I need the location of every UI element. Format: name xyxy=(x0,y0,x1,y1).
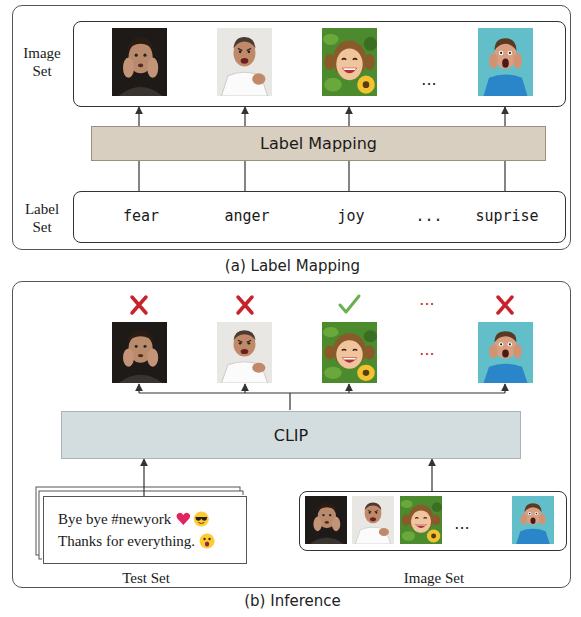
model-box: CLIP xyxy=(61,411,521,459)
connector-line xyxy=(244,161,245,191)
connector xyxy=(432,459,433,491)
ellipsis: ... xyxy=(404,70,454,89)
text-holder: CLIP xyxy=(62,412,520,458)
panel-caption: (b) Inference xyxy=(13,592,572,610)
text-holder: Bye bye #newyork Thanks for everything. xyxy=(58,508,208,552)
text-holder: (b) Inference xyxy=(13,592,572,610)
text-holder: ... xyxy=(402,290,452,309)
text-holder: suprise xyxy=(467,207,547,225)
connector xyxy=(139,161,505,191)
text-holder: Label Mapping xyxy=(92,127,545,160)
text-holder: Image Set xyxy=(16,44,68,80)
text-holder: ... xyxy=(389,207,469,225)
connector xyxy=(139,107,505,126)
text-holder: Test Set xyxy=(96,569,196,587)
text-holder: ... xyxy=(402,340,452,359)
text-holder: (a) Label Mapping xyxy=(13,257,572,275)
connector-line xyxy=(348,107,349,126)
ellipsis: ... xyxy=(437,514,487,533)
text-holder: joy xyxy=(311,207,391,225)
side-label: Image Set xyxy=(16,44,68,80)
text-holder: ... xyxy=(404,70,454,89)
emotion-label: fear xyxy=(101,207,181,225)
label-set-box: Label Setfearangerjoy...suprise xyxy=(73,191,566,243)
emotion-label: suprise xyxy=(467,207,547,225)
box-label: CLIP xyxy=(274,426,308,445)
panel-caption: (a) Label Mapping xyxy=(13,257,572,275)
ellipsis: ... xyxy=(402,340,452,359)
panel-frame: (b) InferenceCLIPBye bye #newyork Thanks… xyxy=(12,281,571,588)
set-label: Image Set xyxy=(384,569,484,587)
process-box: Label Mapping xyxy=(91,126,546,161)
connector-line xyxy=(244,107,245,126)
emotion-label: joy xyxy=(311,207,391,225)
connector-line xyxy=(504,161,505,191)
connector-line xyxy=(138,107,139,126)
text-holder: ... xyxy=(437,514,487,533)
connector xyxy=(144,459,145,496)
ellipsis: ... xyxy=(389,207,469,225)
panel-frame: (a) Label MappingImage Set...Label Mappi… xyxy=(12,5,571,250)
tweet-text: Bye bye #newyork Thanks for everything. xyxy=(58,508,208,552)
connector-line xyxy=(431,459,432,491)
ellipsis: ... xyxy=(402,290,452,309)
box-label: Label Mapping xyxy=(260,134,377,153)
text-holder: Image Set xyxy=(384,569,484,587)
connector-line xyxy=(348,161,349,191)
image-set-box: Image Set... xyxy=(73,21,566,107)
connector-line xyxy=(138,161,139,191)
connector-line xyxy=(143,459,144,496)
emotion-label: anger xyxy=(207,207,287,225)
side-label: Label Set xyxy=(16,200,68,236)
set-label: Test Set xyxy=(96,569,196,587)
connector-line xyxy=(504,107,505,126)
text-holder: fear xyxy=(101,207,181,225)
text-card: Bye bye #newyork Thanks for everything.T… xyxy=(43,496,247,564)
text-holder: anger xyxy=(207,207,287,225)
text-holder: Label Set xyxy=(16,200,68,236)
image-set-box: Image Set... xyxy=(299,491,567,551)
